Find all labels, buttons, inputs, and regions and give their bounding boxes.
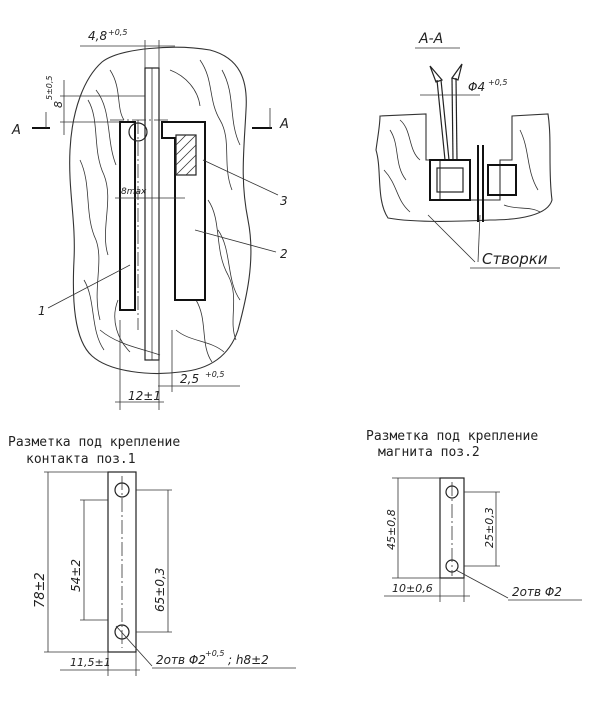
contact-holes-tol: +0,5: [205, 649, 224, 658]
section-title: А-А: [418, 31, 443, 47]
gap-label: 8max: [121, 187, 147, 197]
spacer-hatching: [175, 134, 197, 176]
dim-bottom-right: 2,5: [180, 372, 199, 386]
section-contact: [429, 159, 471, 201]
section-diameter: Φ4: [468, 80, 485, 94]
section-marker-left: A: [11, 123, 21, 138]
contact-template-plate: [107, 471, 137, 653]
contact-dim-total: 78±2: [33, 572, 48, 608]
callout-1: 1: [38, 304, 46, 318]
contact-part-1: [119, 121, 136, 311]
contact-title-2: контакта поз.1: [26, 452, 136, 467]
magnet-dim-height: 45±0,8: [385, 509, 398, 550]
wood-grain: [79, 59, 241, 363]
magnet-dim-holes: 25±0,3: [483, 507, 496, 548]
dim-left-tol: 5±0,5: [45, 75, 54, 100]
magnet-part-2: [161, 121, 206, 301]
dim-bottom: 12±1: [128, 389, 161, 403]
section-wood-outline: [375, 113, 553, 222]
leaves-label: Створки: [482, 250, 548, 268]
section-wood-grain: [383, 119, 541, 213]
section-magnet: [487, 164, 517, 196]
contact-dim-inner: 54±2: [69, 559, 83, 592]
section-marker-right: A: [279, 117, 289, 132]
dim-top-tol: +0,5: [108, 28, 127, 37]
main-view: 4,8 +0,5 8 5±0,5 A A 8max 3 2 1 2,5 +0,5…: [11, 28, 289, 410]
contact-markup: Разметка под крепление контакта поз.1 78…: [8, 435, 296, 676]
dim-bottom-right-tol: +0,5: [205, 370, 224, 379]
magnet-template-plate: [439, 477, 465, 579]
callout-2: 2: [280, 247, 288, 261]
magnet-markup: Разметка под крепление магнита поз.2 45±…: [366, 429, 582, 602]
wood-block-outline: [69, 46, 252, 374]
magnet-title-2: магнита поз.2: [378, 445, 480, 460]
wires: [429, 63, 463, 161]
section-diameter-tol: +0,5: [488, 78, 507, 87]
callout-3: 3: [280, 194, 288, 208]
magnet-title-1: Разметка под крепление: [366, 429, 538, 444]
magnet-holes-note: 2отв Φ2: [512, 585, 562, 599]
contact-depth-note: ; h8±2: [228, 653, 269, 667]
magnet-dim-width: 10±0,6: [392, 582, 433, 595]
section-view-a-a: А-А Φ4 +0,5: [375, 31, 560, 269]
contact-dim-width: 11,5±1: [70, 656, 111, 669]
dim-left: 8: [52, 101, 65, 108]
contact-title-1: Разметка под крепление: [8, 435, 180, 450]
contact-dim-holes: 65±0,3: [153, 568, 167, 612]
dim-top: 4,8: [88, 29, 107, 43]
contact-holes-note: 2отв Φ2: [156, 653, 206, 667]
